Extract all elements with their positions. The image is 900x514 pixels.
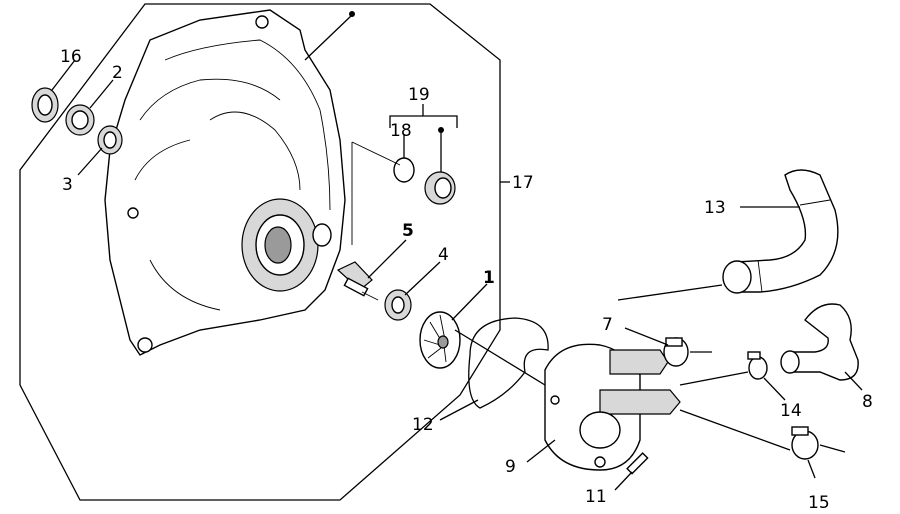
leader-8 [844,371,863,391]
callout-7: 7 [602,315,613,335]
seal-part-4 [384,289,412,321]
seal-part-3 [97,125,123,155]
callout-16: 16 [60,47,82,67]
leader-15 [807,459,816,479]
marker-dot-19 [438,127,444,133]
leader-hose13-to-pump [617,284,723,301]
clamp-part-14 [747,351,768,380]
callout-9: 9 [505,457,516,477]
callout-17: 17 [512,173,534,193]
leader-pump-to-clamp15 [679,409,791,451]
callout-3: 3 [62,175,73,195]
callout-2: 2 [112,63,123,83]
engine-cover-part [104,9,346,356]
leader-3 [77,147,103,176]
callout-4: 4 [438,245,449,265]
leader-9 [526,439,556,463]
callout-5: 5 [402,221,414,241]
leader-5 [367,239,407,279]
pump-cover-part-9 [544,343,681,471]
leader-14 [763,377,786,401]
callout-15: 15 [808,493,830,513]
hose-part-8 [780,303,859,381]
hose-part-13 [722,169,839,294]
marker-dot-cover [349,11,355,17]
leader-7 [624,327,669,346]
seal-part-16 [31,87,59,123]
leader-clamp15-right [819,444,846,453]
clamp-part-15 [791,426,819,460]
gasket-part-12 [468,317,549,409]
leader-16 [51,59,76,91]
leader-12 [439,399,479,421]
clamp-part-7 [663,337,689,367]
leader-cover-dot [304,14,353,61]
callout-8: 8 [862,392,873,412]
bearing-part-2 [65,104,95,136]
bolt-part-11 [626,452,649,475]
callout-19: 19 [408,85,430,105]
axis-cover-to-plug [351,141,401,166]
callout-12: 12 [412,415,434,435]
leader-clamp14-to-pump [679,371,749,386]
callout-1: 1 [483,268,495,288]
o-ring-part-18 [393,157,415,183]
assembly-group-outline [19,3,501,501]
impeller-part-1 [419,311,461,369]
callout-14: 14 [780,401,802,421]
callout-13: 13 [704,198,726,218]
shaft-part-5 [336,261,379,301]
leader-gasket-to-pump [454,329,546,386]
plug-part-19 [424,171,456,205]
callout-18: 18 [390,121,412,141]
leader-2 [89,79,114,109]
leader-1 [451,283,488,321]
leader-4 [404,261,441,296]
leader-11 [614,471,633,491]
callout-11: 11 [585,487,607,507]
